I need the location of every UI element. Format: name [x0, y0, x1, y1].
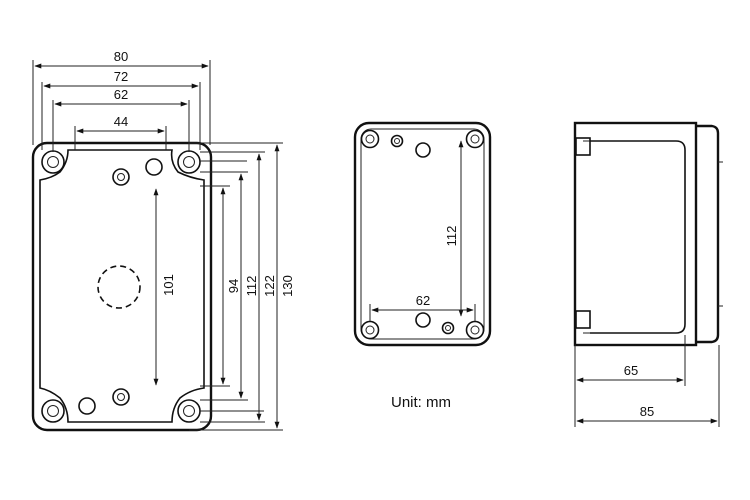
side-main-body	[573, 121, 698, 347]
front-inner-outline	[39, 149, 205, 423]
back-outer-body	[353, 121, 492, 347]
dim-label-80: 80	[114, 49, 128, 64]
front-outer-body	[31, 141, 213, 432]
front-knockout-circle	[97, 265, 141, 309]
back-boss-top	[390, 134, 404, 148]
dim-label-112: 112	[244, 276, 259, 297]
side-view: 65 85	[573, 121, 723, 427]
back-corner-screw-tl	[360, 129, 380, 149]
front-small-hole-top	[145, 158, 163, 176]
dim-label-101: 101	[161, 274, 176, 296]
front-corner-screw-bl	[41, 399, 65, 423]
back-corner-screw-bl	[360, 320, 380, 340]
dim-label-130: 130	[280, 275, 295, 297]
side-dim-label-85: 85	[640, 404, 654, 419]
back-corner-screw-br	[465, 320, 485, 340]
front-corner-screw-br	[177, 399, 201, 423]
dim-label-122: 122	[262, 275, 277, 297]
side-hinge-top	[575, 137, 591, 156]
back-inner-outline	[360, 128, 485, 340]
back-corner-screw-tr	[465, 129, 485, 149]
side-hinge-bottom	[575, 310, 591, 329]
dim-label-44: 44	[114, 114, 128, 129]
back-hole-bottom	[415, 312, 431, 328]
front-mount-boss-top	[112, 168, 130, 186]
back-dim-label-62: 62	[416, 293, 430, 308]
back-view: 112 62	[353, 121, 492, 347]
front-small-hole-bottom	[78, 397, 96, 415]
back-dim-label-112: 112	[444, 226, 459, 247]
dim-label-62: 62	[114, 87, 128, 102]
dim-label-72: 72	[114, 69, 128, 84]
front-corner-screw-tl	[41, 150, 65, 174]
dim-label-94: 94	[226, 279, 241, 293]
side-inner-outline	[590, 140, 686, 334]
front-mount-boss-bottom	[112, 388, 130, 406]
front-corner-screw-tr	[177, 150, 201, 174]
side-lid	[696, 124, 720, 344]
unit-label: Unit: mm	[391, 394, 451, 411]
back-boss-bottom	[441, 321, 455, 335]
front-view: 80 72 62 44 101 94 112 122 130	[31, 49, 295, 432]
back-hole-top	[415, 142, 431, 158]
side-dim-label-65: 65	[624, 363, 638, 378]
